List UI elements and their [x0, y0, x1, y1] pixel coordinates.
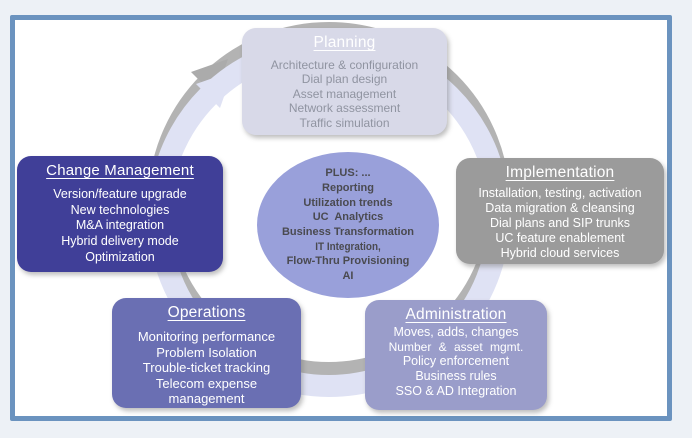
change-management-title: Change Management [46, 162, 194, 179]
planning-title: Planning [313, 34, 376, 51]
administration-item: Moves, adds, changes [393, 325, 519, 339]
center-plus-line: Reporting [322, 181, 374, 194]
administration-item: Number & asset mgmt. [388, 340, 524, 354]
implementation-box: Implementation Installation, testing, ac… [456, 158, 664, 264]
center-plus-line: PLUS: ... [325, 167, 371, 180]
implementation-item: Hybrid cloud services [500, 246, 620, 260]
planning-item: Network assessment [288, 101, 401, 116]
change-management-item: Hybrid delivery mode [61, 233, 179, 248]
center-plus-line: Utilization trends [303, 196, 393, 209]
change-management-item: Optimization [85, 249, 155, 264]
operations-title: Operations [167, 304, 246, 321]
implementation-item: Installation, testing, activation [478, 186, 642, 200]
center-plus-line: AI [342, 270, 354, 283]
change-management-item: New technologies [70, 202, 170, 217]
change-management-box: Change Management Version/feature upgrad… [17, 156, 223, 272]
planning-item: Traffic simulation [299, 115, 390, 130]
planning-item: Asset management [292, 86, 397, 101]
administration-item: SSO & AD Integration [395, 384, 517, 399]
planning-item: Architecture & configuration [270, 58, 419, 72]
implementation-item: Dial plans and SIP trunks [489, 216, 631, 230]
operations-item: Monitoring performance [137, 329, 276, 344]
center-plus-line: IT Integration, [315, 240, 381, 253]
administration-item: Policy enforcement [402, 354, 510, 369]
center-plus-line: Flow-Thru Provisioning [286, 255, 410, 268]
implementation-title: Implementation [505, 164, 615, 181]
center-plus-line: UC Analytics [312, 211, 384, 224]
planning-item: Dial plan design [301, 72, 388, 87]
operations-item: Problem Isolation [156, 344, 257, 360]
change-management-item: M&A integration [75, 218, 165, 233]
center-plus-line: Business Transformation [281, 226, 415, 238]
administration-title: Administration [405, 306, 507, 323]
implementation-item: Data migration & cleansing [485, 201, 635, 215]
operations-item: Trouble-ticket tracking [142, 360, 271, 376]
operations-item: Telecom expense management [155, 375, 258, 407]
change-management-item: Version/feature upgrade [53, 187, 187, 201]
implementation-item: UC feature enablement [495, 231, 625, 245]
administration-item: Business rules [415, 369, 497, 384]
